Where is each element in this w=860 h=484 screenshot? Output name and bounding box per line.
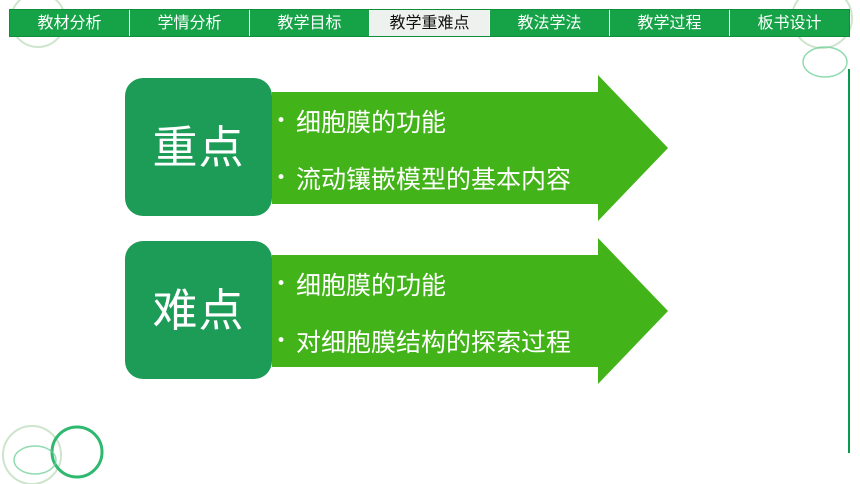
bottom-left-decor-circle-faint: [2, 425, 62, 484]
nav-tab-teaching-process[interactable]: 教学过程: [610, 10, 730, 36]
key-points-label: 重点: [125, 78, 272, 216]
key-point-text: 细胞膜的功能: [296, 108, 447, 137]
difficult-points-arrow: • 细胞膜的功能 • 对细胞膜结构的探索过程: [272, 238, 668, 384]
nav-tab-key-difficult-points[interactable]: 教学重难点: [370, 10, 490, 36]
right-vertical-divider: [848, 69, 850, 453]
nav-tab-teaching-methods[interactable]: 教法学法: [490, 10, 610, 36]
nav-tab-student-analysis[interactable]: 学情分析: [130, 10, 250, 36]
top-navigation-bar: 教材分析 学情分析 教学目标 教学重难点 教法学法 教学过程 板书设计: [9, 9, 850, 37]
nav-tab-teaching-goals[interactable]: 教学目标: [250, 10, 370, 36]
bullet-dot-icon: •: [276, 111, 287, 131]
difficult-point-item: • 细胞膜的功能: [276, 272, 656, 329]
key-points-arrow: • 细胞膜的功能 • 流动镶嵌模型的基本内容: [272, 75, 668, 221]
bullet-dot-icon: •: [276, 274, 287, 294]
bullet-dot-icon: •: [276, 168, 287, 188]
difficult-points-arrow-shape: [272, 238, 668, 384]
difficult-points-list: • 细胞膜的功能 • 对细胞膜结构的探索过程: [276, 272, 656, 386]
difficult-point-item: • 对细胞膜结构的探索过程: [276, 329, 656, 386]
key-points-list: • 细胞膜的功能 • 流动镶嵌模型的基本内容: [276, 109, 656, 223]
top-right-decor-ellipse: [802, 46, 848, 78]
key-point-text: 流动镶嵌模型的基本内容: [296, 165, 572, 194]
key-points-arrow-shape: [272, 75, 668, 221]
key-point-item: • 细胞膜的功能: [276, 109, 656, 166]
nav-tab-board-design[interactable]: 板书设计: [757, 13, 822, 32]
bullet-dot-icon: •: [276, 331, 287, 351]
nav-tab-textbook-analysis[interactable]: 教材分析: [10, 10, 130, 36]
bottom-left-decor-circle-main: [50, 425, 104, 479]
bottom-left-decor-ellipse: [13, 445, 57, 475]
difficult-points-label: 难点: [125, 241, 272, 379]
key-point-item: • 流动镶嵌模型的基本内容: [276, 166, 656, 223]
difficult-point-text: 细胞膜的功能: [296, 271, 447, 300]
difficult-point-text: 对细胞膜结构的探索过程: [296, 328, 572, 357]
